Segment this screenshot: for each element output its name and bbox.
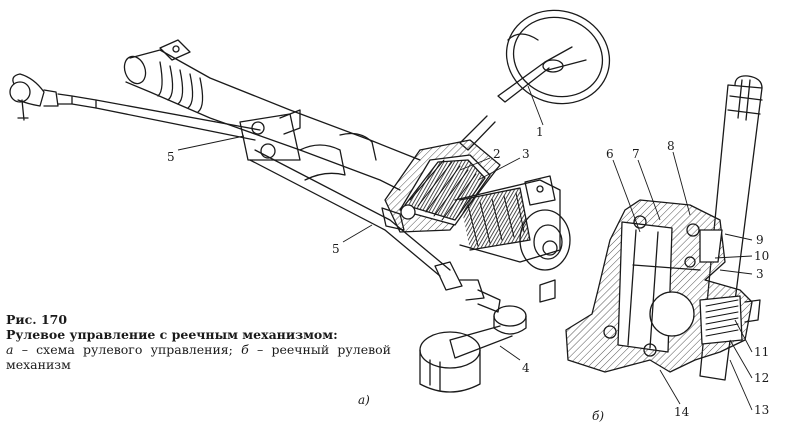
- label-7: 7: [632, 147, 640, 161]
- label-10: 10: [754, 249, 769, 263]
- legend-b-text: – реечный рулевой механизм: [6, 342, 391, 372]
- tie-rod-end-left: [9, 73, 97, 121]
- rack-housing: [123, 39, 421, 191]
- label-13: 13: [754, 403, 769, 417]
- label-1: 1: [536, 125, 544, 139]
- label-11: 11: [754, 345, 769, 359]
- legend-a-text: – схема рулевого управления;: [13, 342, 242, 357]
- figure-title: Рулевое управление с реечным механизмом:: [6, 327, 338, 342]
- tie-rod-lower: [249, 149, 501, 313]
- subfigure-b-label: б): [592, 409, 604, 423]
- label-3-assembly: 3: [522, 147, 530, 161]
- figure-caption: Рис. 170 Рулевое управление с реечным ме…: [6, 312, 391, 372]
- label-5-lower: 5: [332, 242, 340, 256]
- legend-b-letter: б: [241, 342, 249, 357]
- tie-rod-upper: [95, 99, 301, 161]
- label-6: 6: [606, 147, 614, 161]
- label-8: 8: [667, 139, 675, 153]
- figure-legend: а – схема рулевого управления; б – реечн…: [6, 342, 391, 372]
- legend-a-letter: а: [6, 342, 14, 357]
- label-5-upper: 5: [167, 150, 175, 164]
- figure-number: Рис. 170: [6, 312, 68, 327]
- label-12: 12: [754, 371, 769, 385]
- steering-knuckle-arm: [419, 305, 527, 393]
- leader-lines: [177, 85, 753, 411]
- label-3-section: 3: [756, 267, 764, 281]
- label-14: 14: [674, 405, 690, 419]
- label-9: 9: [756, 233, 764, 247]
- part-labels: 1 2 3 5 5 4 6 7 8 9 10 3 11 12 13 14 а) …: [167, 125, 769, 423]
- rack-mechanism-section: [565, 75, 763, 381]
- gear-housing-section: [384, 139, 571, 303]
- label-4: 4: [522, 361, 530, 375]
- label-2: 2: [493, 147, 501, 161]
- subfigure-a-label: а): [358, 393, 370, 407]
- steering-wheel: [505, 9, 611, 105]
